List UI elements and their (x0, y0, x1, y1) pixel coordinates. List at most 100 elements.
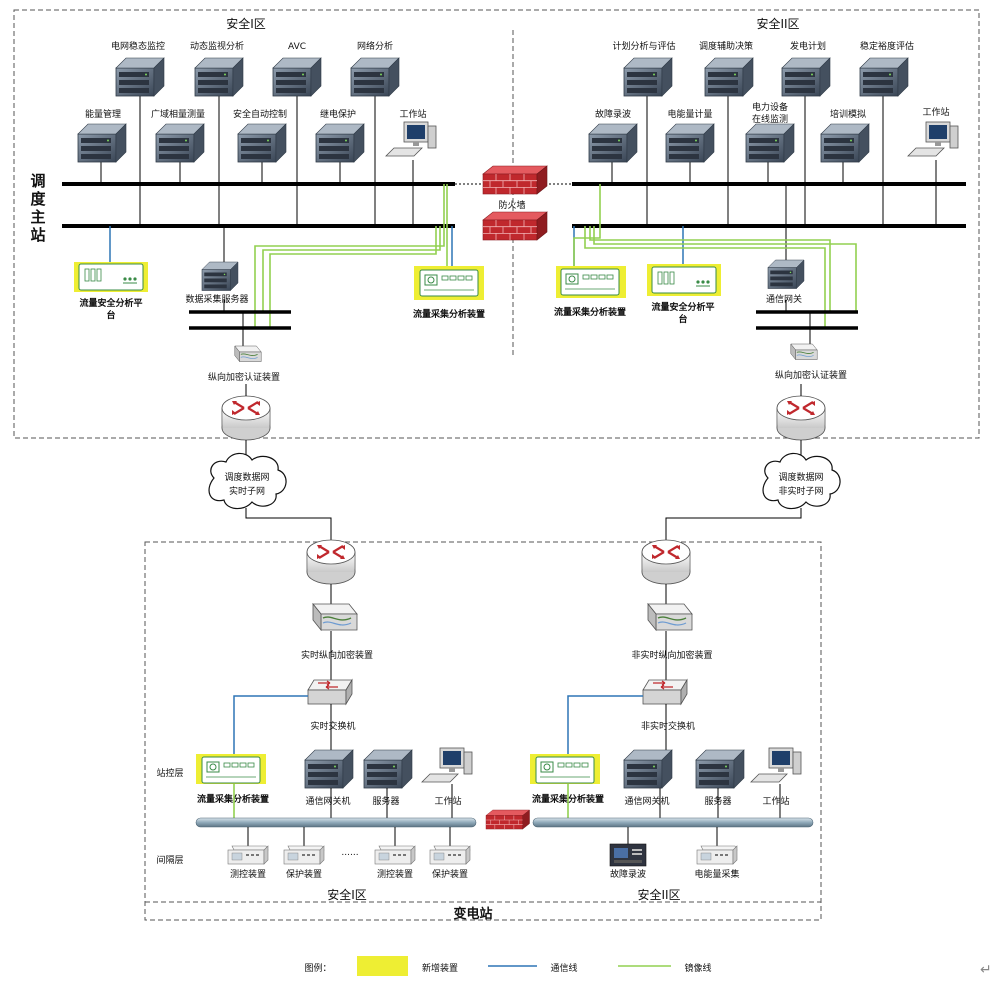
collector-label: 流量采集分析装置 (413, 308, 485, 320)
z1-app-label: AVC (288, 42, 306, 52)
mirror-lines-z2 (573, 184, 857, 328)
bay-device-label: 保护装置 (432, 868, 468, 880)
server-icon (695, 749, 745, 789)
rt-network-label: 调度数据网 (224, 471, 269, 483)
server-icon (115, 57, 165, 97)
master-title-char: 调 (30, 172, 45, 190)
server-icon (155, 123, 205, 163)
bay-device-icon (283, 845, 325, 865)
flow-platform-icon (78, 263, 144, 291)
master-title-char: 主 (30, 208, 45, 226)
z1-app-label: 继电保护 (320, 108, 356, 120)
z2-app-label: 计划分析与评估 (612, 40, 675, 52)
collector-label: 流量采集分析装置 (197, 793, 269, 805)
switch-icon (307, 679, 353, 705)
firewall-icon (485, 809, 530, 830)
encryptor-icon (234, 345, 262, 363)
z1-app-label: 广域相量测量 (151, 108, 205, 120)
bay-device-label: 测控装置 (230, 868, 266, 880)
legend-new-device-swatch (357, 956, 408, 976)
z2-workstation-label: 工作站 (922, 106, 949, 118)
nrt-network-label: 非实时子网 (778, 485, 823, 497)
station-bus-1 (195, 817, 477, 828)
collector-icon (201, 756, 261, 784)
server-icon (623, 749, 673, 789)
server-icon (315, 123, 365, 163)
server-icon (77, 123, 127, 163)
flow-platform-label: 台 (678, 313, 687, 325)
bay-device-icon (227, 845, 269, 865)
paragraph-mark-icon: ↵ (980, 962, 992, 978)
z2-app-label: 在线监测 (752, 113, 788, 125)
flow-platform-label: 流量安全分析平 (79, 297, 142, 309)
data-server-label: 数据采集服务器 (185, 293, 248, 305)
workstation-label: 工作站 (762, 795, 789, 807)
server-icon (859, 57, 909, 97)
rt-switch-label: 实时交换机 (310, 720, 355, 732)
encryptor-icon (647, 603, 693, 631)
comm-gateway-label: 通信网关机 (624, 795, 669, 807)
switch-icon (642, 679, 688, 705)
z2-app-label: 调度辅助决策 (699, 40, 753, 52)
bay-device-label: 电能量采集 (694, 868, 739, 880)
ellipsis: ...... (341, 848, 358, 858)
substation-title: 变电站 (453, 906, 492, 922)
server-icon (704, 57, 754, 97)
z1-app-label: 安全自动控制 (233, 108, 287, 120)
server-icon (304, 749, 354, 789)
server-icon (237, 123, 287, 163)
z2-app-label: 电能量计量 (667, 108, 712, 120)
rt-encryptor-label: 实时纵向加密装置 (301, 649, 373, 661)
server-icon (350, 57, 400, 97)
sub-zone1-title: 安全I区 (327, 887, 367, 902)
server-icon (781, 57, 831, 97)
firewall-label: 防火墙 (498, 199, 525, 211)
encryptor-label: 纵向加密认证装置 (208, 371, 280, 383)
legend-new-device-label: 新增装置 (422, 962, 458, 974)
legend-title: 图例： (304, 962, 331, 974)
z2-drops (611, 96, 937, 265)
bay-device-icon (374, 845, 416, 865)
bay-drops (247, 827, 718, 846)
server-icon (588, 123, 638, 163)
z1-workstation-label: 工作站 (399, 108, 426, 120)
server-icon (745, 123, 795, 163)
collector-icon (419, 269, 479, 297)
rt-network-label: 实时子网 (229, 485, 265, 497)
z1-app-label: 网络分析 (357, 40, 393, 52)
fault-recorder-icon (609, 843, 647, 867)
workstation-label: 工作站 (434, 795, 461, 807)
master-station-boundary (13, 9, 980, 439)
collector-label: 流量采集分析装置 (554, 306, 626, 318)
encryptor-icon (312, 603, 358, 631)
workstation-icon (907, 121, 959, 157)
comm-line (567, 695, 643, 756)
workstation-icon (421, 747, 473, 783)
bay-layer-label: 间隔层 (156, 854, 183, 866)
zone2-title: 安全II区 (756, 16, 799, 31)
encryptor-label: 纵向加密认证装置 (775, 369, 847, 381)
comm-line (233, 695, 308, 756)
workstation-icon (385, 121, 437, 157)
bay-device-label: 故障录波 (610, 868, 646, 880)
z2-app-label: 电力设备 (752, 101, 788, 113)
router-icon (640, 538, 692, 586)
server-icon (194, 57, 244, 97)
flow-platform-label: 台 (106, 309, 115, 321)
bay-device-icon (696, 845, 738, 865)
server-icon (623, 57, 673, 97)
z2-app-label: 故障录波 (595, 108, 631, 120)
nrt-encryptor-label: 非实时纵向加密装置 (631, 649, 712, 661)
server-icon (665, 123, 715, 163)
z2-app-label: 稳定裕度评估 (860, 40, 914, 52)
station-layer-label: 站控层 (156, 767, 183, 779)
firewall-icon (482, 211, 548, 241)
server-icon (767, 259, 805, 289)
legend-mirror-line-label: 镜像线 (684, 962, 711, 974)
nrt-network-label: 调度数据网 (778, 471, 823, 483)
server-icon (272, 57, 322, 97)
server-label: 服务器 (372, 795, 399, 807)
router-icon (220, 394, 272, 442)
station-bus-2 (532, 817, 814, 828)
